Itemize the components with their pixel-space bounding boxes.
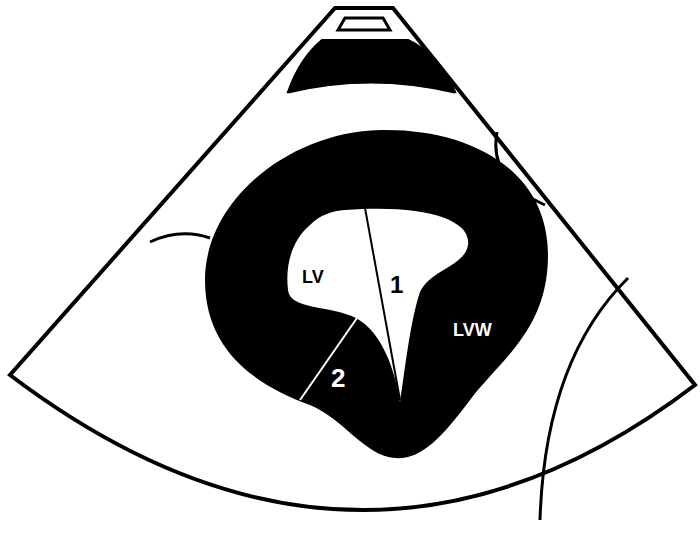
ultrasound-sector: [10, 8, 695, 510]
cavity-label: LV: [302, 268, 324, 286]
left-ventricle-cavity: [287, 209, 468, 402]
measurement-line: [365, 208, 400, 400]
wall-label: LVW: [453, 321, 492, 339]
measurement-line: [300, 318, 357, 400]
tissue-boundary: [288, 82, 455, 92]
callout-number: 2: [331, 365, 345, 391]
left-ventricle-wall: [205, 130, 548, 458]
right-ventricle-wall: [288, 40, 455, 92]
callout-number: 1: [390, 273, 403, 297]
near-field-structure: [338, 18, 390, 30]
tissue-boundary: [540, 278, 628, 520]
tissue-boundary: [150, 234, 210, 242]
